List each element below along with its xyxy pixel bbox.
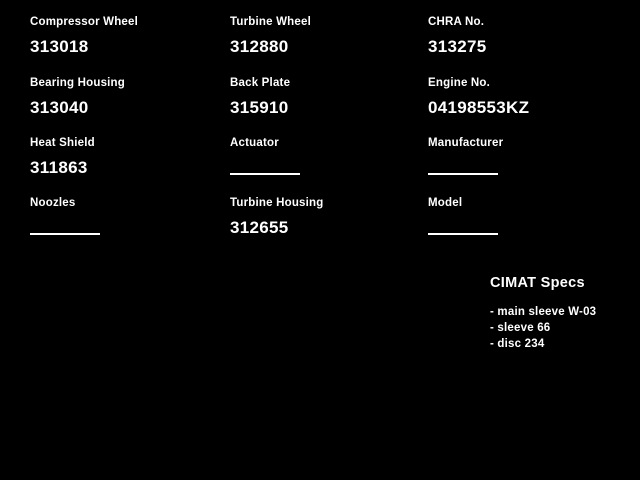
field-label: Bearing Housing [30, 77, 126, 89]
field-engine-no[interactable]: Engine No. 04198553KZ [428, 77, 618, 118]
cimat-specs-title: CIMAT Specs [490, 275, 585, 291]
spec-item: - sleeve 66 [490, 322, 551, 334]
field-value: 313275 [428, 37, 487, 56]
field-noozles[interactable]: Noozles [30, 197, 220, 235]
cimat-specs-list: - main sleeve W-03 - sleeve 66 - disc 23… [490, 304, 596, 352]
blank-value-line [30, 233, 100, 235]
field-label: Noozles [30, 197, 76, 209]
field-compressor-wheel[interactable]: Compressor Wheel 313018 [30, 16, 220, 57]
field-manufacturer[interactable]: Manufacturer [428, 137, 618, 175]
field-chra-no[interactable]: CHRA No. 313275 [428, 16, 618, 57]
field-value: 04198553KZ [428, 98, 530, 117]
field-label: Heat Shield [30, 137, 95, 149]
field-label: Engine No. [428, 77, 491, 89]
field-label: Turbine Wheel [230, 16, 311, 28]
spec-item: - main sleeve W-03 [490, 306, 597, 318]
field-turbine-wheel[interactable]: Turbine Wheel 312880 [230, 16, 420, 57]
field-label: CHRA No. [428, 16, 485, 28]
field-value: 312880 [230, 37, 289, 56]
field-turbine-housing[interactable]: Turbine Housing 312655 [230, 197, 420, 238]
field-label: Model [428, 197, 463, 209]
field-back-plate[interactable]: Back Plate 315910 [230, 77, 420, 118]
field-label: Manufacturer [428, 137, 504, 149]
field-label: Actuator [230, 137, 279, 149]
field-label: Back Plate [230, 77, 291, 89]
field-label: Compressor Wheel [30, 16, 139, 28]
blank-value-line [428, 173, 498, 175]
cimat-specs-section: CIMAT Specs - main sleeve W-03 - sleeve … [490, 275, 596, 352]
blank-value-line [230, 173, 300, 175]
field-value: 313040 [30, 98, 89, 117]
field-value: 312655 [230, 218, 289, 237]
field-bearing-housing[interactable]: Bearing Housing 313040 [30, 77, 220, 118]
field-value: 313018 [30, 37, 89, 56]
blank-value-line [428, 233, 498, 235]
field-actuator[interactable]: Actuator [230, 137, 420, 175]
spec-item: - disc 234 [490, 338, 545, 350]
field-value: 315910 [230, 98, 289, 117]
field-model[interactable]: Model [428, 197, 618, 235]
field-value: 311863 [30, 158, 88, 177]
field-heat-shield[interactable]: Heat Shield 311863 [30, 137, 220, 178]
field-label: Turbine Housing [230, 197, 324, 209]
